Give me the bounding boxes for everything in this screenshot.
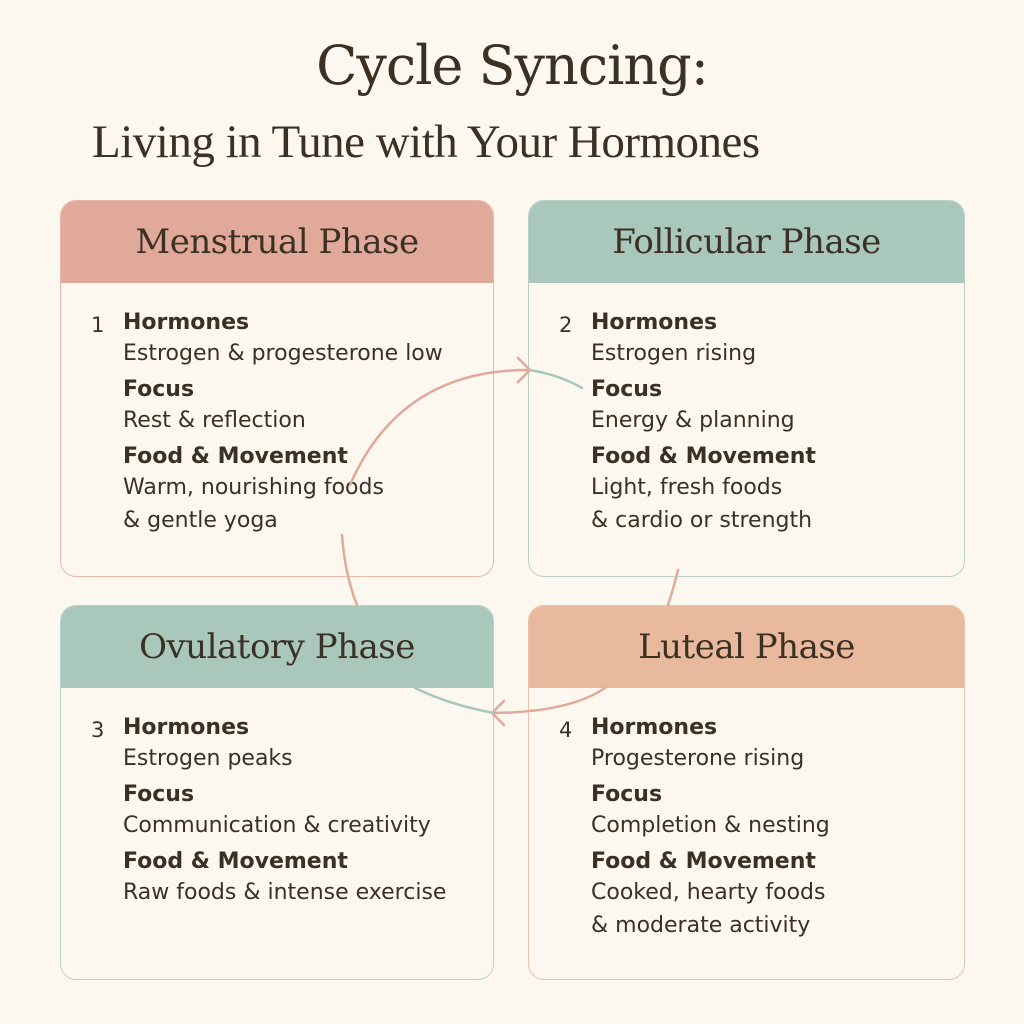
phase-card-luteal: Luteal Phase 4 Hormones Progesterone ris… [528, 605, 965, 980]
hormones-label: Hormones [591, 715, 718, 740]
hormones-value: Estrogen & progesterone low [123, 341, 443, 366]
food-value: Light, fresh foods & cardio or strength [591, 475, 813, 533]
phase-card-follicular: Follicular Phase 2 Hormones Estrogen ris… [528, 200, 965, 577]
phase-number: 1 [91, 313, 105, 337]
food-value: Warm, nourishing foods & gentle yoga [123, 475, 384, 533]
hormones-value: Estrogen peaks [123, 746, 293, 771]
phase-title: Luteal Phase [529, 606, 964, 688]
focus-label: Focus [123, 782, 195, 807]
hormones-label: Hormones [123, 715, 250, 740]
focus-value: Completion & nesting [591, 813, 830, 838]
phase-card-ovulatory: Ovulatory Phase 3 Hormones Estrogen peak… [60, 605, 494, 980]
hormones-value: Estrogen rising [591, 341, 757, 366]
phase-title: Menstrual Phase [61, 201, 493, 283]
focus-value: Communication & creativity [123, 813, 431, 838]
page-title: Cycle Syncing: [316, 34, 709, 97]
phase-card-menstrual: Menstrual Phase 1 Hormones Estrogen & pr… [60, 200, 494, 577]
food-label: Food & Movement [123, 849, 348, 874]
page-subtitle: Living in Tune with Your Hormones [92, 116, 760, 168]
focus-value: Rest & reflection [123, 408, 306, 433]
focus-label: Focus [591, 782, 663, 807]
food-value: Cooked, hearty foods & moderate activity [591, 880, 826, 938]
focus-label: Focus [591, 377, 663, 402]
phase-number: 4 [559, 718, 573, 742]
hormones-label: Hormones [591, 310, 718, 335]
phase-number: 3 [91, 718, 105, 742]
phase-number: 2 [559, 313, 573, 337]
food-label: Food & Movement [123, 444, 348, 469]
phase-title: Ovulatory Phase [61, 606, 493, 688]
hormones-label: Hormones [123, 310, 250, 335]
food-label: Food & Movement [591, 849, 816, 874]
focus-label: Focus [123, 377, 195, 402]
hormones-value: Progesterone rising [591, 746, 805, 771]
focus-value: Energy & planning [591, 408, 795, 433]
food-value: Raw foods & intense exercise [123, 880, 447, 905]
food-label: Food & Movement [591, 444, 816, 469]
phase-title: Follicular Phase [529, 201, 964, 283]
